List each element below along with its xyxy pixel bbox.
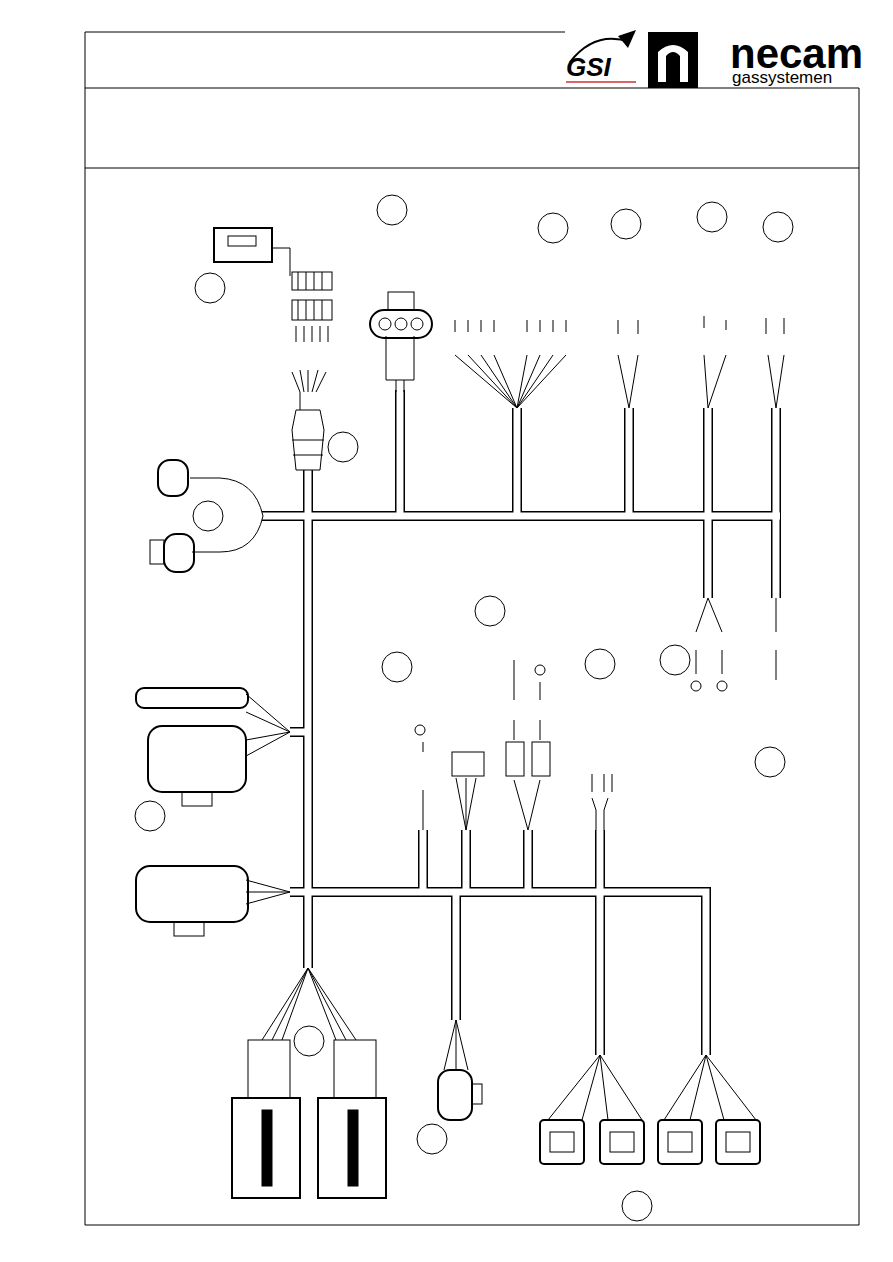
n-logo xyxy=(648,32,698,88)
gsi-logo xyxy=(566,30,636,82)
wires xyxy=(136,228,784,1198)
logo-subtext: gassystemen xyxy=(732,69,832,86)
frame xyxy=(85,32,859,1225)
callout-circle xyxy=(135,195,793,1221)
logo-text: GSI xyxy=(566,54,611,80)
